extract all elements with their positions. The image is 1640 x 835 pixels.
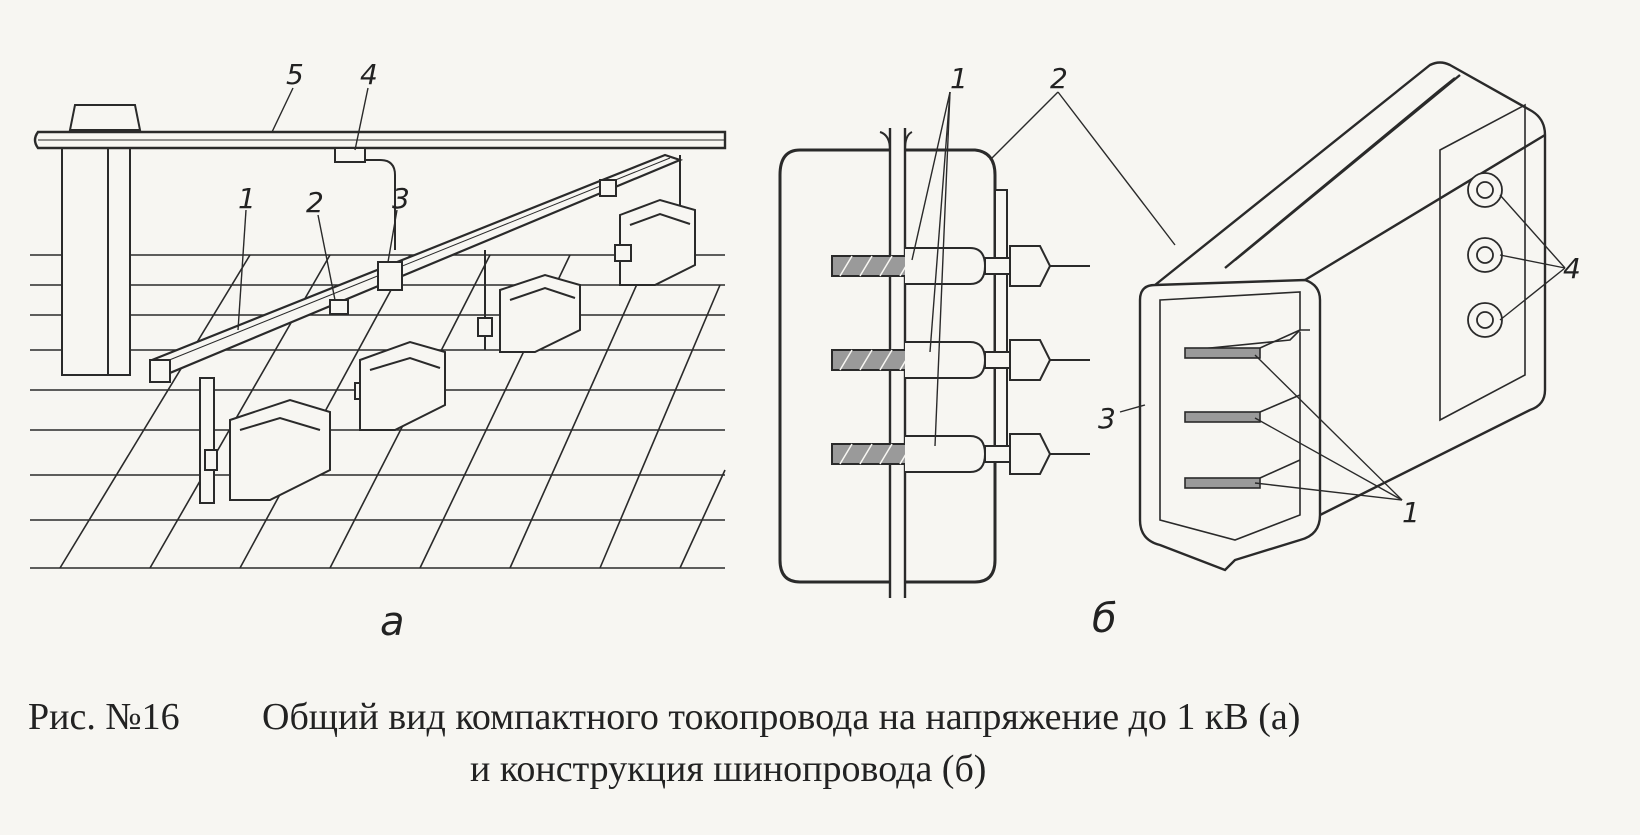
callout-a-3: 3 xyxy=(392,182,410,215)
callout-a-5: 5 xyxy=(286,58,304,91)
callout-b-1-iso: 1 xyxy=(1402,496,1420,529)
panel-a-drawing xyxy=(30,104,727,569)
caption-line-2: и конструкция шинопровода (б) xyxy=(470,748,987,790)
busbar-hatching xyxy=(839,255,933,465)
sublabel-b: б xyxy=(1092,596,1117,642)
callout-b-1-section: 1 xyxy=(950,62,968,95)
callout-a-4: 4 xyxy=(360,58,378,91)
callout-a-2: 2 xyxy=(306,186,324,219)
panel-a-leaders xyxy=(237,87,398,331)
callout-b-2: 2 xyxy=(1050,62,1068,95)
callout-a-1: 1 xyxy=(238,182,256,215)
callout-b-4: 4 xyxy=(1563,252,1581,285)
sublabel-a: а xyxy=(380,599,405,645)
callout-b-3: 3 xyxy=(1098,402,1116,435)
side-bolts xyxy=(1467,172,1503,338)
panel-b-section xyxy=(778,128,1090,598)
support-blocks xyxy=(229,198,696,501)
panel-b-leaders xyxy=(911,91,1566,501)
caption-line-1: Общий вид компактного токопровода на нап… xyxy=(262,696,1301,738)
caption-label: Рис. №16 xyxy=(28,696,180,738)
panel-b-isometric xyxy=(1138,61,1547,572)
busbars-section xyxy=(831,245,1090,475)
